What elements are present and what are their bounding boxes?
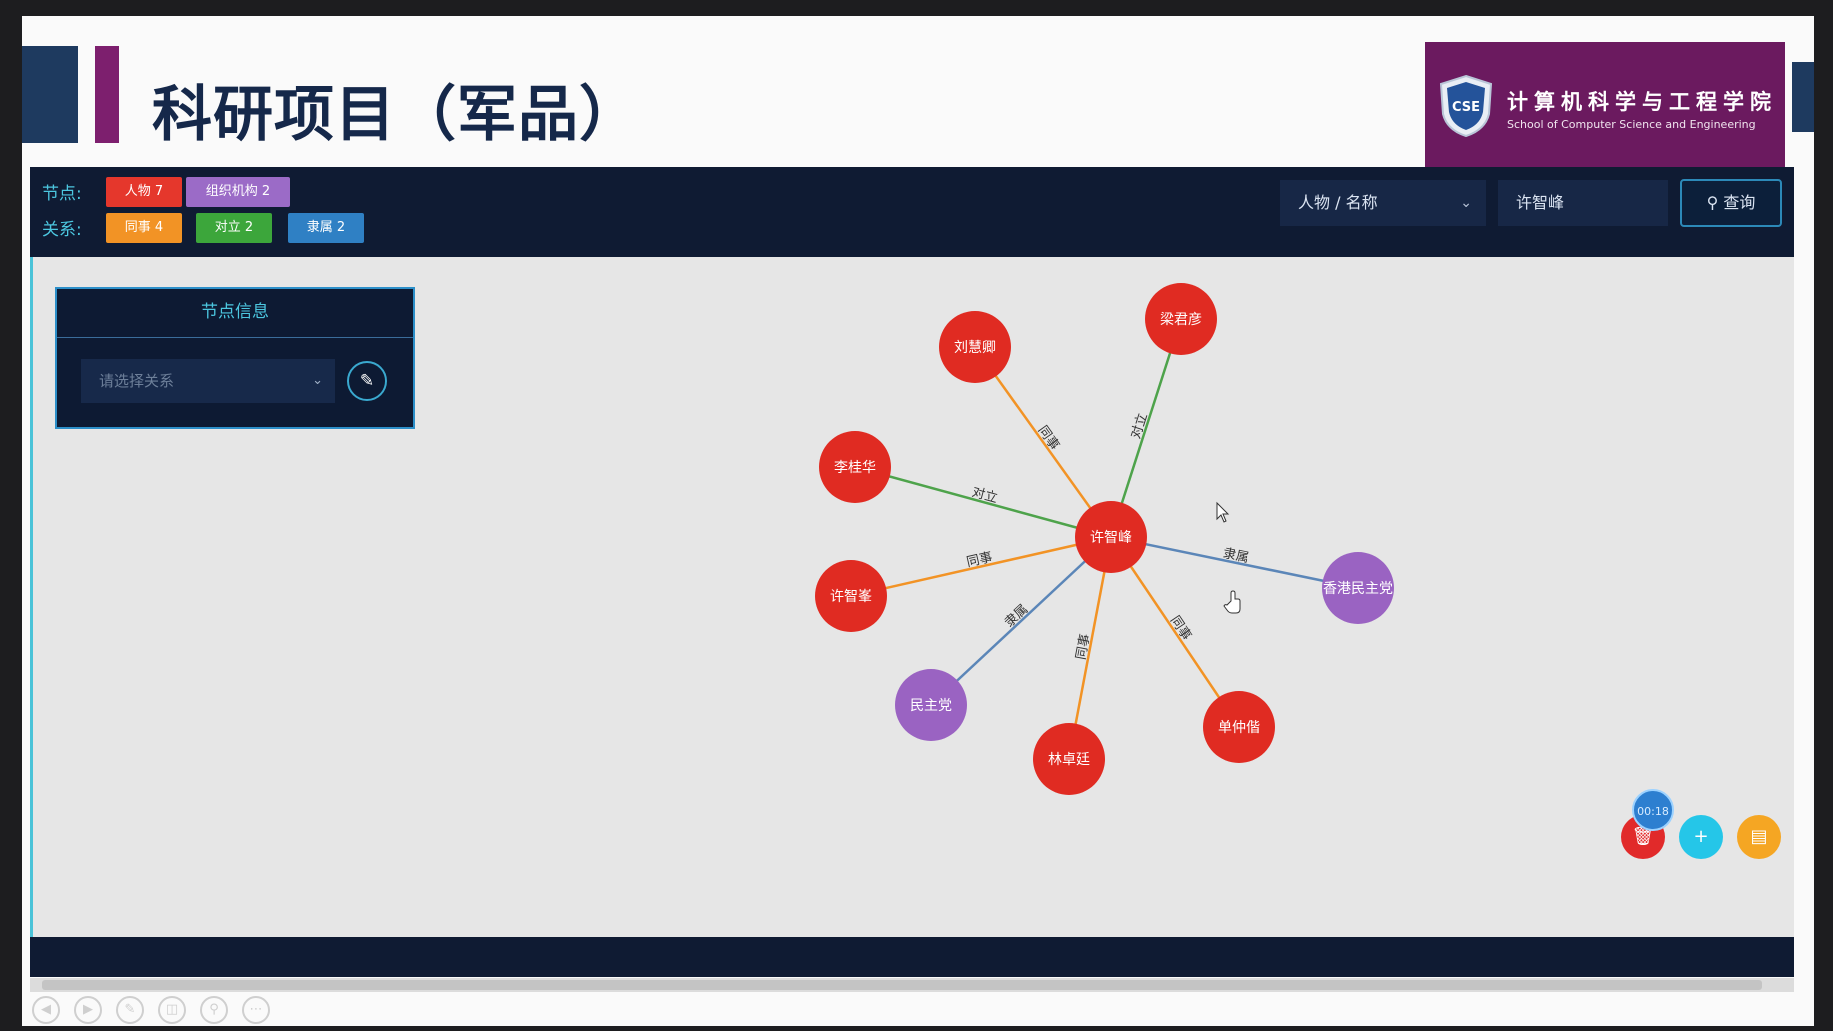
search-input[interactable] xyxy=(1498,180,1668,226)
graph-edge-label: 隶属 xyxy=(1222,546,1251,566)
graph-edge-label: 对立 xyxy=(1129,411,1151,440)
save-button[interactable]: ▤ xyxy=(1737,815,1781,859)
video-timer[interactable]: 00:18 xyxy=(1632,789,1674,831)
graph-node[interactable]: 许智峯 xyxy=(815,560,887,632)
search-icon: ⚲ xyxy=(1706,193,1719,212)
graph-edge[interactable] xyxy=(1067,536,1113,760)
relationship-graph[interactable]: 同事对立对立同事隶属隶属同事同事 刘慧卿梁君彦李桂华许智峯香港民主党民主党林卓廷… xyxy=(33,257,1794,937)
scroll-thumb[interactable] xyxy=(42,980,1762,990)
graph-node-label: 梁君彦 xyxy=(1160,312,1202,328)
graph-node-circle[interactable] xyxy=(815,560,887,632)
graph-edge-label: 同事 xyxy=(1035,423,1062,453)
add-button[interactable]: + xyxy=(1679,815,1723,859)
graph-node-circle[interactable] xyxy=(819,431,891,503)
graph-node-circle[interactable] xyxy=(1203,691,1275,763)
logo-english-name: School of Computer Science and Engineeri… xyxy=(1507,118,1756,131)
logo-chinese-name: 计算机科学与工程学院 xyxy=(1507,90,1777,114)
graph-node[interactable]: 李桂华 xyxy=(819,431,891,503)
graph-edge[interactable] xyxy=(1109,536,1241,728)
graph-node-label: 单仲偕 xyxy=(1218,719,1260,736)
graph-app: 节点: 关系: 人物 7 组织机构 2 同事 4 对立 2 隶属 2 人物 / … xyxy=(30,167,1794,977)
graph-edge-label: 同事 xyxy=(965,550,994,570)
page-title: 科研项目（军品） xyxy=(152,80,640,150)
school-logo: CSE 计算机科学与工程学院 School of Computer Scienc… xyxy=(1425,42,1785,167)
graph-node-circle[interactable] xyxy=(895,669,967,741)
graph-edge-label: 同事 xyxy=(1167,613,1194,643)
graph-node[interactable]: 香港民主党 xyxy=(1322,552,1394,624)
graph-node-circle[interactable] xyxy=(1322,552,1394,624)
graph-node-label: 林卓廷 xyxy=(1048,752,1090,768)
relation-select-placeholder: 请选择关系 xyxy=(99,372,175,390)
graph-node-circle[interactable] xyxy=(1075,501,1147,573)
graph-edge[interactable] xyxy=(930,536,1112,706)
legend-chip-organization[interactable]: 组织机构 2 xyxy=(186,177,290,207)
node-info-title: 节点信息 xyxy=(57,289,413,338)
chevron-down-icon: ⌄ xyxy=(1460,195,1472,211)
hand-cursor-icon xyxy=(1223,590,1241,614)
chevron-down-icon: ⌄ xyxy=(312,373,323,388)
save-icon: ▤ xyxy=(1750,826,1768,847)
edit-button[interactable]: ✎ xyxy=(347,361,387,401)
graph-edge[interactable] xyxy=(850,535,1112,598)
graph-edge[interactable] xyxy=(1110,535,1359,590)
graph-node-label: 许智峯 xyxy=(830,589,872,605)
title-decoration-block xyxy=(22,46,78,143)
slide: 科研项目（军品） CSE 计算机科学与工程学院 School of Comput… xyxy=(22,16,1814,1026)
graph-node[interactable]: 林卓廷 xyxy=(1033,723,1105,795)
graph-node-label: 民主党 xyxy=(910,698,952,714)
horizontal-scrollbar[interactable] xyxy=(30,978,1794,992)
slides-icon[interactable]: ◫ xyxy=(158,996,186,1024)
graph-canvas[interactable]: 同事对立对立同事隶属隶属同事同事 刘慧卿梁君彦李桂华许智峯香港民主党民主党林卓廷… xyxy=(30,257,1794,937)
graph-node-circle[interactable] xyxy=(1033,723,1105,795)
app-toolbar: 节点: 关系: 人物 7 组织机构 2 同事 4 对立 2 隶属 2 人物 / … xyxy=(30,167,1794,257)
graph-node-label: 刘慧卿 xyxy=(954,340,996,356)
more-icon[interactable]: ⋯ xyxy=(242,996,270,1024)
graph-node-circle[interactable] xyxy=(1145,283,1217,355)
right-decoration xyxy=(1792,62,1814,132)
graph-node[interactable]: 许智峰 xyxy=(1075,501,1147,573)
node-info-panel: 节点信息 请选择关系 ⌄ ✎ xyxy=(55,287,415,429)
graph-node-label: 许智峰 xyxy=(1090,530,1132,546)
legend-chip-colleague[interactable]: 同事 4 xyxy=(106,213,182,243)
relation-select[interactable]: 请选择关系 ⌄ xyxy=(81,359,335,403)
graph-node[interactable]: 刘慧卿 xyxy=(939,311,1011,383)
title-decoration-bar xyxy=(95,46,119,143)
arrow-cursor-icon xyxy=(1216,501,1230,523)
zoom-icon[interactable]: ⚲ xyxy=(200,996,228,1024)
shield-icon: CSE xyxy=(1439,74,1493,138)
search-type-value: 人物 / 名称 xyxy=(1298,193,1378,212)
query-button[interactable]: ⚲ 查询 xyxy=(1680,179,1782,227)
app-bottom-bar xyxy=(30,937,1794,977)
search-type-select[interactable]: 人物 / 名称 ⌄ xyxy=(1280,180,1486,226)
graph-edge-label: 对立 xyxy=(970,485,999,506)
graph-node[interactable]: 民主党 xyxy=(895,669,967,741)
graph-edge-label: 隶属 xyxy=(1002,602,1031,631)
graph-node-label: 香港民主党 xyxy=(1323,581,1393,597)
graph-node-label: 李桂华 xyxy=(834,460,876,476)
graph-edge[interactable] xyxy=(854,465,1112,539)
legend-chip-person[interactable]: 人物 7 xyxy=(106,177,182,207)
trash-icon: 🗑 xyxy=(1631,826,1655,847)
previous-icon[interactable]: ◀ xyxy=(32,996,60,1024)
logo-badge-text: CSE xyxy=(1452,100,1480,115)
graph-node[interactable]: 梁君彦 xyxy=(1145,283,1217,355)
graph-edge-label: 同事 xyxy=(1074,633,1094,661)
graph-edge[interactable] xyxy=(973,346,1113,538)
graph-node-circle[interactable] xyxy=(939,311,1011,383)
graph-node[interactable]: 单仲偕 xyxy=(1203,691,1275,763)
plus-icon: + xyxy=(1693,826,1709,847)
legend-chip-opposition[interactable]: 对立 2 xyxy=(196,213,272,243)
pen-icon[interactable]: ✎ xyxy=(116,996,144,1024)
next-icon[interactable]: ▶ xyxy=(74,996,102,1024)
nodes-legend-label: 节点: xyxy=(42,184,82,204)
legend-chip-affiliation[interactable]: 隶属 2 xyxy=(288,213,364,243)
relations-legend-label: 关系: xyxy=(42,220,82,240)
graph-edge[interactable] xyxy=(1109,318,1183,538)
pencil-icon: ✎ xyxy=(359,371,375,391)
query-button-label: 查询 xyxy=(1723,193,1756,212)
